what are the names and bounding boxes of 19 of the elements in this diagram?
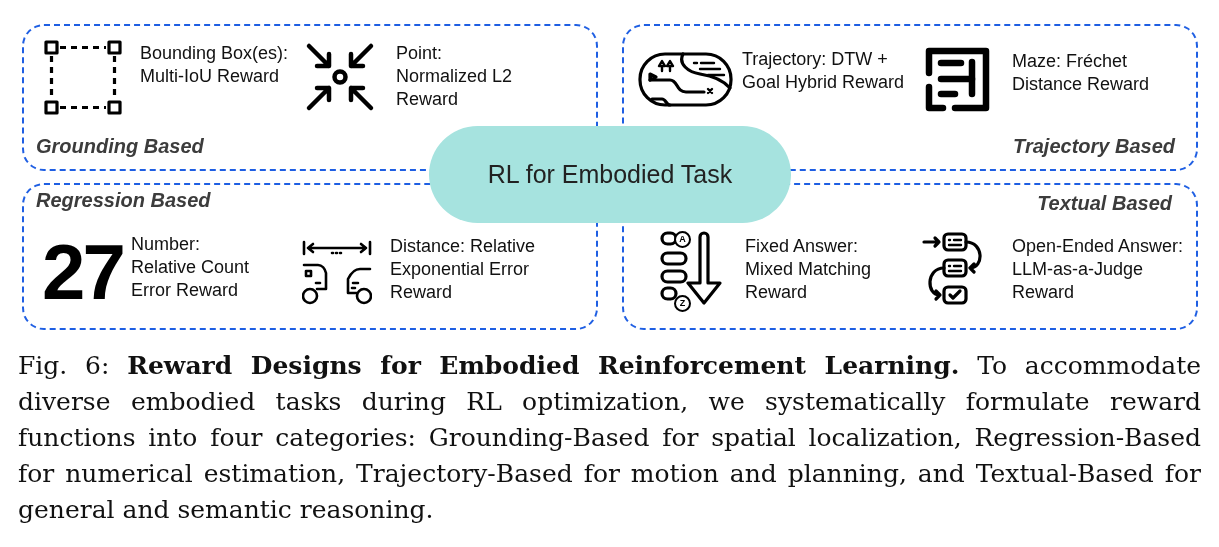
reward-description: Maze: Fréchet Distance Reward	[1012, 50, 1151, 96]
reward-description: Trajectory: DTW + Goal Hybrid Reward	[742, 48, 906, 94]
reward-description: Distance: Relative Exponential Error Reward	[390, 235, 537, 304]
figure-caption: Fig. 6: Reward Designs for Embodied Reinforcement Learning. To accommodate diverse embodied tasks during RL optimization, we systematically formulate reward functions into four categories: Grounding-Based for spatial localization, Regression-Based for numerical estimation, Trajectory-Based for motion and planning, and Textual-Based for general and semantic reasoning.	[18, 350, 1201, 526]
category-title: Regression Based	[36, 188, 211, 212]
topic-pill: RL for Embodied Task	[429, 126, 791, 223]
category-title: Grounding Based	[36, 134, 204, 158]
reward-description: Open-Ended Answer: LLM-as-a-Judge Reward	[1012, 235, 1185, 304]
category-panel	[22, 183, 598, 330]
category-title: Trajectory Based	[1013, 134, 1175, 158]
reward-description: Bounding Box(es): Multi-IoU Reward	[140, 42, 290, 88]
letter-badge: A	[674, 231, 691, 248]
reward-description: Fixed Answer: Mixed Matching Reward	[745, 235, 873, 304]
reward-description: Number: Relative Count Error Reward	[131, 233, 251, 302]
category-title: Textual Based	[1037, 191, 1172, 215]
count-number: 27	[42, 233, 123, 311]
letter-badge: Z	[674, 295, 691, 312]
reward-description: Point: Normalized L2 Reward	[396, 42, 514, 111]
category-panel	[622, 183, 1198, 330]
